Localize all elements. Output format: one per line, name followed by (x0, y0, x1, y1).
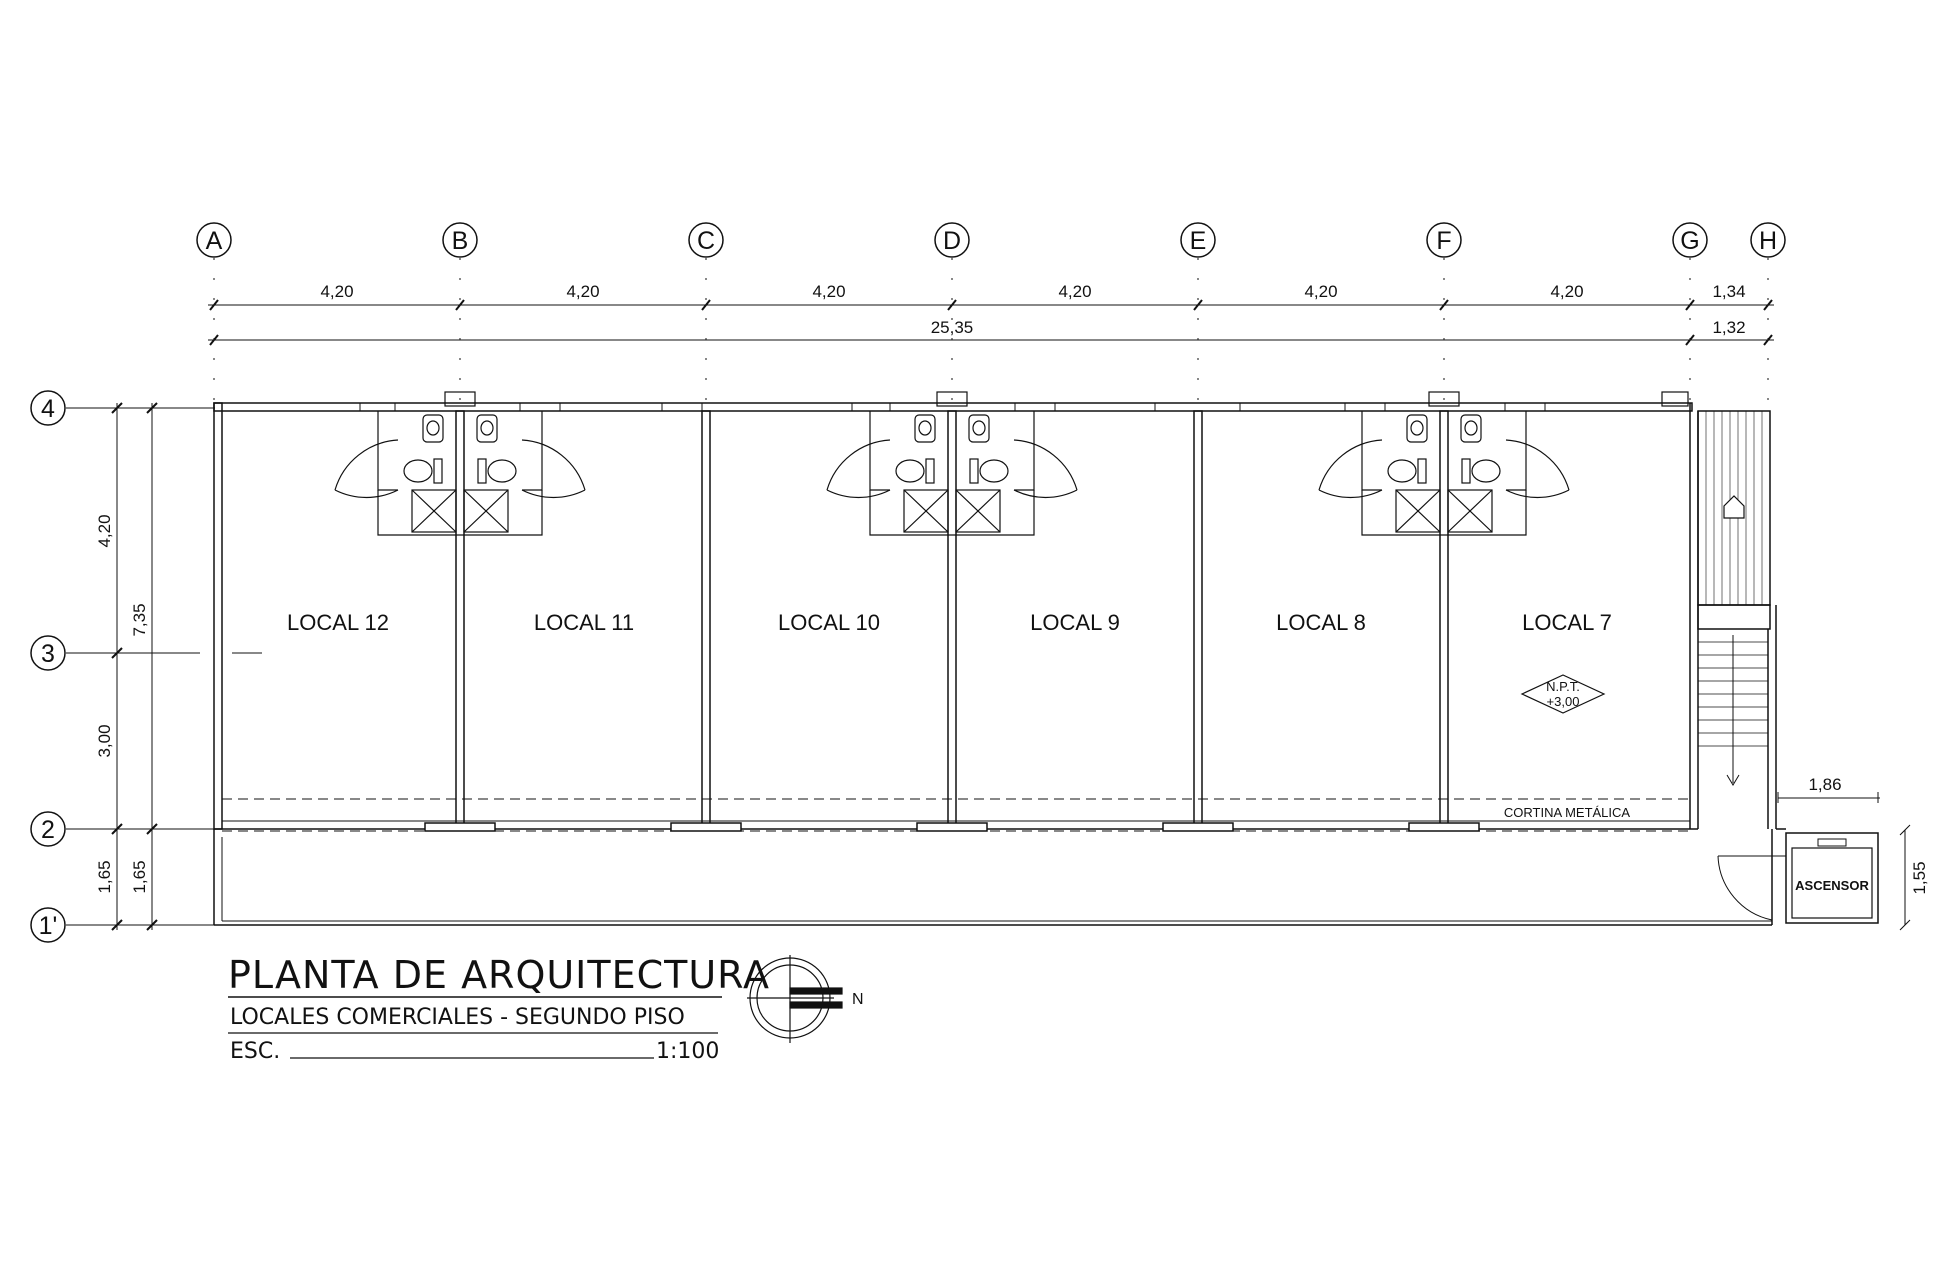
grid-row-4: 4 (41, 395, 55, 423)
grid-row-1prime: 1' (39, 912, 58, 940)
dim-end-segment: 1,32 (1712, 318, 1745, 337)
horizontal-dimension-lines (208, 299, 1774, 346)
bathroom-core-2 (826, 391, 1078, 536)
stair-area (1697, 410, 1786, 925)
elevator-depth-dim: 1,55 (1910, 861, 1929, 894)
grid-row-3: 3 (41, 640, 55, 668)
grid-col-h: H (1759, 227, 1777, 255)
elevator-width-dim: 1,86 (1808, 775, 1841, 794)
title-block: PLANTA DE ARQUITECTURA LOCALES COMERCIAL… (228, 953, 770, 1064)
grid-col-g: G (1680, 227, 1699, 255)
grid-col-c: C (697, 227, 715, 255)
bathroom-core-3 (1318, 391, 1570, 536)
grid-row-2: 2 (41, 816, 55, 844)
dim-row-3-2: 3,00 (95, 724, 114, 757)
level-marker-diamond (1520, 674, 1606, 714)
vertical-dimension-lines (111, 402, 158, 931)
dim-row-4-3: 4,20 (95, 514, 114, 547)
elevator (1717, 832, 1879, 924)
room-local-7: LOCAL 7 (1522, 610, 1612, 635)
grid-column-lines (213, 258, 1769, 400)
dim-span-d-e: 4,20 (1058, 282, 1091, 301)
vertical-dimension-texts: 4,20 3,00 1,65 7,35 1,65 (95, 514, 149, 893)
room-local-9: LOCAL 9 (1030, 610, 1120, 635)
room-labels: LOCAL 12 LOCAL 11 LOCAL 10 LOCAL 9 LOCAL… (287, 610, 1612, 635)
dim-total: 25,35 (931, 318, 974, 337)
dim-vertical-total: 7,35 (130, 603, 149, 636)
grid-col-f: F (1436, 227, 1451, 255)
grid-row-bubbles (30, 390, 66, 943)
drawing-title: PLANTA DE ARQUITECTURA (228, 953, 770, 997)
drawing-subtitle: LOCALES COMERCIALES - SEGUNDO PISO (230, 1005, 685, 1030)
dim-span-g-h: 1,34 (1712, 282, 1745, 301)
metal-shutter-label: CORTINA METÁLICA (1504, 805, 1631, 820)
north-label: N (852, 991, 864, 1008)
grid-row-lines (66, 407, 262, 926)
horizontal-dimension-texts: 4,20 4,20 4,20 4,20 4,20 4,20 1,34 25,35… (320, 282, 1745, 337)
room-local-10: LOCAL 10 (778, 610, 880, 635)
grid-col-b: B (452, 227, 469, 255)
room-local-12: LOCAL 12 (287, 610, 389, 635)
scale-value: 1:100 (656, 1039, 719, 1064)
bathroom-core-1 (334, 391, 586, 536)
dim-vertical-inner: 1,65 (130, 860, 149, 893)
grid-column-bubbles (196, 222, 1786, 258)
dim-span-a-b: 4,20 (320, 282, 353, 301)
grid-col-a: A (206, 227, 223, 255)
shaft-corner (1661, 391, 1689, 407)
dim-span-b-c: 4,20 (566, 282, 599, 301)
room-local-8: LOCAL 8 (1276, 610, 1366, 635)
grid-col-d: D (943, 227, 961, 255)
north-arrow-icon (747, 955, 843, 1043)
building-walls (213, 402, 1772, 926)
dim-row-2-1: 1,65 (95, 860, 114, 893)
level-marker-line1: N.P.T. (1546, 679, 1580, 694)
elevator-label: ASCENSOR (1795, 878, 1869, 893)
room-local-11: LOCAL 11 (534, 610, 634, 635)
dim-span-f-g: 4,20 (1550, 282, 1583, 301)
level-marker-line2: +3,00 (1547, 694, 1580, 709)
dim-span-c-d: 4,20 (812, 282, 845, 301)
grid-row-labels: 4 3 2 1' (39, 395, 58, 940)
grid-col-e: E (1190, 227, 1207, 255)
elevator-dimension-lines (1777, 792, 1911, 931)
grid-column-labels: A B C D E F G H (206, 227, 1777, 255)
dim-span-e-f: 4,20 (1304, 282, 1337, 301)
scale-label: ESC. (230, 1039, 280, 1064)
